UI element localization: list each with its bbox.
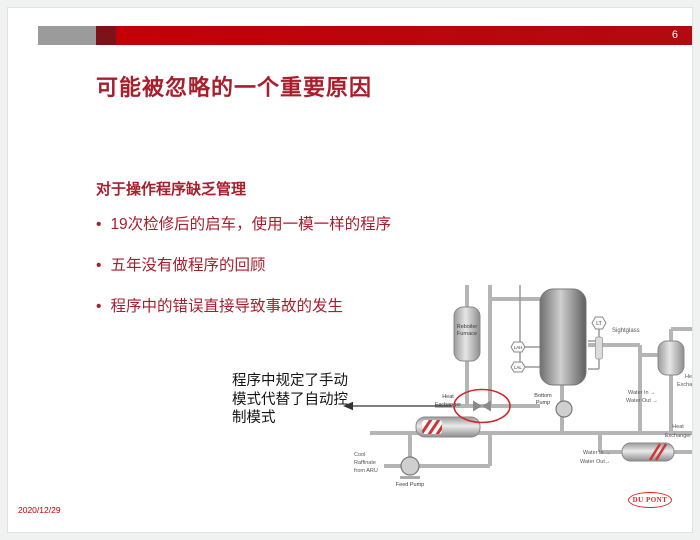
page-number: 6 [671, 29, 678, 41]
topbar-darkred-segment [96, 26, 116, 45]
heat-exchanger-top-right [657, 340, 685, 376]
bullet-marker: • [96, 216, 102, 233]
section-heading: 对于操作程序缺乏管理 [96, 181, 247, 198]
hx-left-label-line2: Exchanger [435, 402, 461, 408]
pipes [370, 285, 692, 468]
feed-pump-label: Feed Pump [396, 482, 424, 488]
reboiler-furnace-vessel: Reboiler Furnace [453, 306, 481, 362]
hx-top-right-label-line2: Exchanger [677, 382, 692, 388]
slide-date: 2020/12/29 [18, 505, 61, 515]
dupont-logo-text: DU PONT [632, 496, 668, 504]
annotation-arrow [343, 401, 452, 411]
hx-left-label-line1: Heat [442, 394, 454, 400]
water-out-bottom-label: Water Out→ [580, 459, 610, 465]
lt-label: LT [596, 321, 601, 327]
bullet-item: • 程序中的错误直接导致事故的发生 [96, 296, 516, 318]
cool-raffinate-label-line2: Raffinate [354, 460, 376, 466]
cool-raffinate-label-line1: Cool [354, 452, 365, 458]
column-vessel [539, 288, 587, 386]
topbar-gray-segment [38, 26, 96, 45]
lt-instrument: LT [591, 316, 607, 330]
hx-right-label-line2: Exchanger [665, 433, 691, 439]
heat-exchanger-left: Heat Exchanger [415, 394, 481, 438]
bullet-item: • 五年没有做程序的回顾 [96, 255, 516, 277]
bullet-marker: • [96, 298, 102, 315]
bottom-pump: Bottom Pump [534, 393, 573, 418]
heat-exchanger-bottom-right: Heat Exchanger [621, 424, 691, 462]
annotation-line: 制模式 [232, 410, 276, 426]
sightglass-device [595, 336, 603, 360]
lal-instrument: LAL [510, 361, 526, 373]
process-diagram: Reboiler Furnace LT Sightglass LAH LAL B… [343, 285, 692, 488]
reboiler-label-line1: Reboiler [457, 324, 478, 330]
bottom-pump-label-line1: Bottom [534, 393, 552, 399]
bullet-text: 程序中的错误直接导致事故的发生 [110, 298, 343, 315]
water-in-bottom-label: Water In → [583, 450, 611, 456]
topbar-red-segment: 6 [116, 26, 692, 45]
dupont-logo: DU PONT [628, 492, 672, 508]
annotation-line: 程序中规定了手动 [232, 373, 348, 389]
sightglass-label: Sightglass [612, 328, 640, 334]
bottom-pump-label-line2: Pump [536, 400, 550, 406]
cool-raffinate-label-line3: from ARU [354, 468, 378, 474]
lal-label: LAL [514, 365, 522, 370]
hx-top-right-label-line1: Heat [685, 374, 692, 380]
slide-title: 可能被忽略的一个重要原因 [96, 75, 373, 100]
feed-pump: Feed Pump [396, 456, 424, 488]
bullet-list: • 19次检修后的启车，使用一模一样的程序 • 五年没有做程序的回顾 • 程序中的错误… [96, 214, 516, 337]
lah-instrument: LAH [510, 341, 526, 353]
presentation-slide: 6 可能被忽略的一个重要原因 对于操作程序缺乏管理 • 19次检修后的启车，使用一… [8, 8, 692, 532]
manual-valve [473, 400, 491, 412]
water-out-top-label: Water Out → [626, 398, 658, 404]
water-in-top-label: Water In → [628, 390, 656, 396]
annotation-text: 程序中规定了手动 模式代替了自动控 制模式 [232, 372, 354, 428]
bullet-marker: • [96, 257, 102, 274]
highlight-circle [453, 388, 511, 424]
bullet-item: • 19次检修后的启车，使用一模一样的程序 [96, 214, 516, 236]
annotation-line: 模式代替了自动控 [232, 391, 348, 408]
hazard-stripes [422, 420, 442, 434]
reboiler-label-line2: Furnace [457, 331, 477, 337]
hx-right-label-line1: Heat [672, 424, 684, 430]
lah-label: LAH [514, 345, 522, 350]
top-bar: 6 [8, 26, 692, 45]
bullet-text: 五年没有做程序的回顾 [110, 257, 266, 274]
bullet-text: 19次检修后的启车，使用一模一样的程序 [110, 216, 392, 233]
